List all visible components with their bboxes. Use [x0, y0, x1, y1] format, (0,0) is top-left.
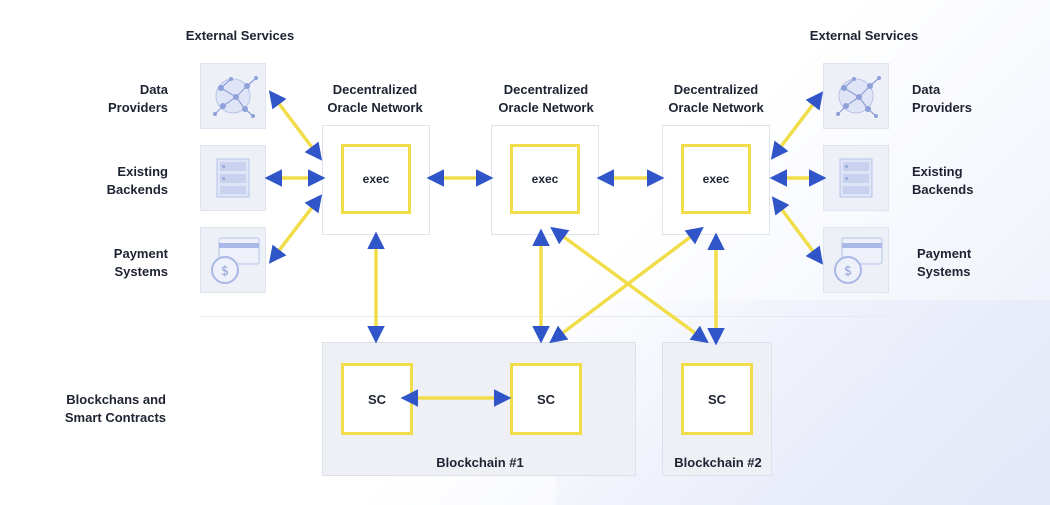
server-icon: [216, 158, 250, 198]
right-backend-tile: [823, 145, 889, 211]
svg-text:$: $: [844, 264, 852, 279]
left-payment-tile: $: [200, 227, 266, 293]
exec-node-1: exec: [341, 144, 411, 214]
exec-node-2: exec: [510, 144, 580, 214]
network-globe-icon: [836, 76, 881, 118]
server-icon: [839, 158, 873, 198]
left-external-services-title: External Services: [185, 28, 295, 43]
svg-text:$: $: [221, 264, 229, 279]
exec-node-3: exec: [681, 144, 751, 214]
network-globe-icon: [213, 76, 258, 118]
right-data-provider-tile: [823, 63, 889, 129]
right-payment-tile: $: [823, 227, 889, 293]
smart-contract-1b: SC: [510, 363, 582, 435]
section-divider: [200, 316, 890, 317]
oracle-network-1: exec: [322, 125, 430, 235]
blockchain-2-panel: SC Blockchain #2: [662, 342, 772, 476]
payment-card-coin-icon: $: [834, 237, 883, 284]
oracle-network-3: exec: [662, 125, 770, 235]
right-external-services-title: External Services: [809, 28, 919, 43]
left-data-provider-tile: [200, 63, 266, 129]
oracle-network-2: exec: [491, 125, 599, 235]
blockchain-1-label: Blockchain #1: [436, 455, 524, 470]
smart-contract-1a: SC: [341, 363, 413, 435]
blockchain-1-panel: SC SC Blockchain #1: [322, 342, 636, 476]
blockchain-2-label: Blockchain #2: [674, 455, 762, 470]
left-backend-tile: [200, 145, 266, 211]
payment-card-coin-icon: $: [211, 237, 260, 284]
smart-contract-2: SC: [681, 363, 753, 435]
